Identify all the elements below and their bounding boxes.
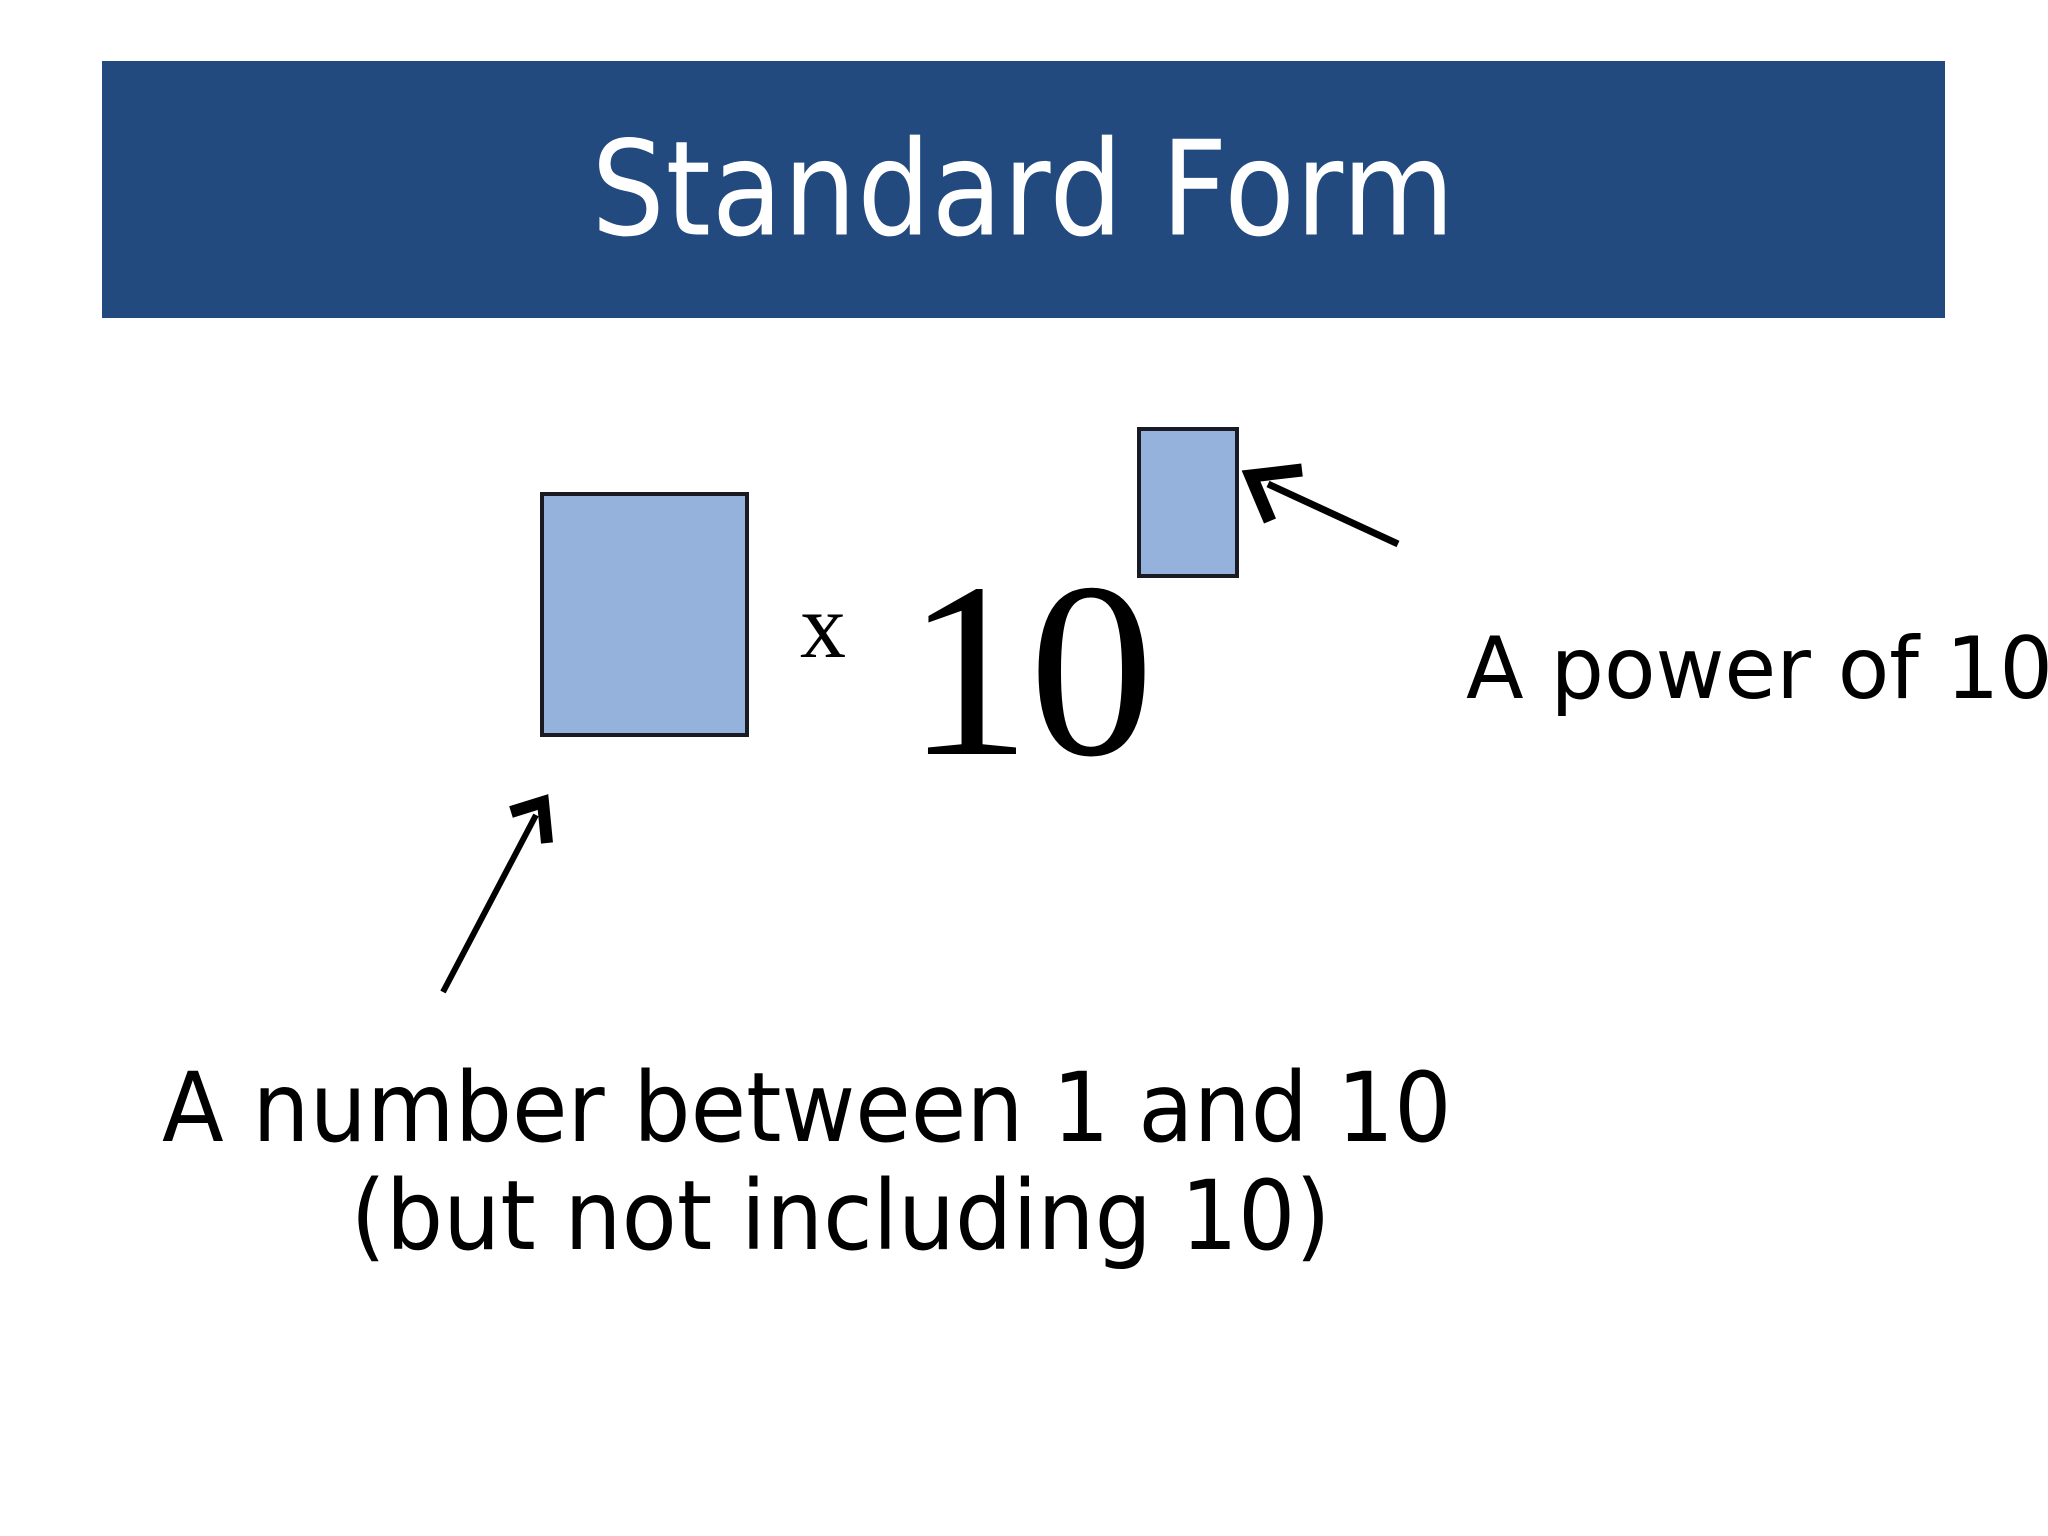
exponent-caption: A power of 10 <box>1466 619 2048 719</box>
exponent-annotation-arrow-icon <box>1241 463 1400 548</box>
mantissa-annotation-arrow-icon <box>440 794 553 994</box>
page-title: Standard Form <box>591 113 1456 266</box>
mantissa-placeholder-box <box>540 492 749 737</box>
title-banner: Standard Form <box>102 61 1945 318</box>
mantissa-caption-line-1: A number between 1 and 10 <box>162 1052 1452 1164</box>
exponent-placeholder-box <box>1137 427 1239 578</box>
base-ten-number: 10 <box>906 532 1154 809</box>
mantissa-caption: A number between 1 and 10 (but not inclu… <box>162 1060 1452 1264</box>
mantissa-caption-line-2: (but not including 10) <box>350 1160 1331 1272</box>
multiplication-symbol: x <box>800 575 846 677</box>
